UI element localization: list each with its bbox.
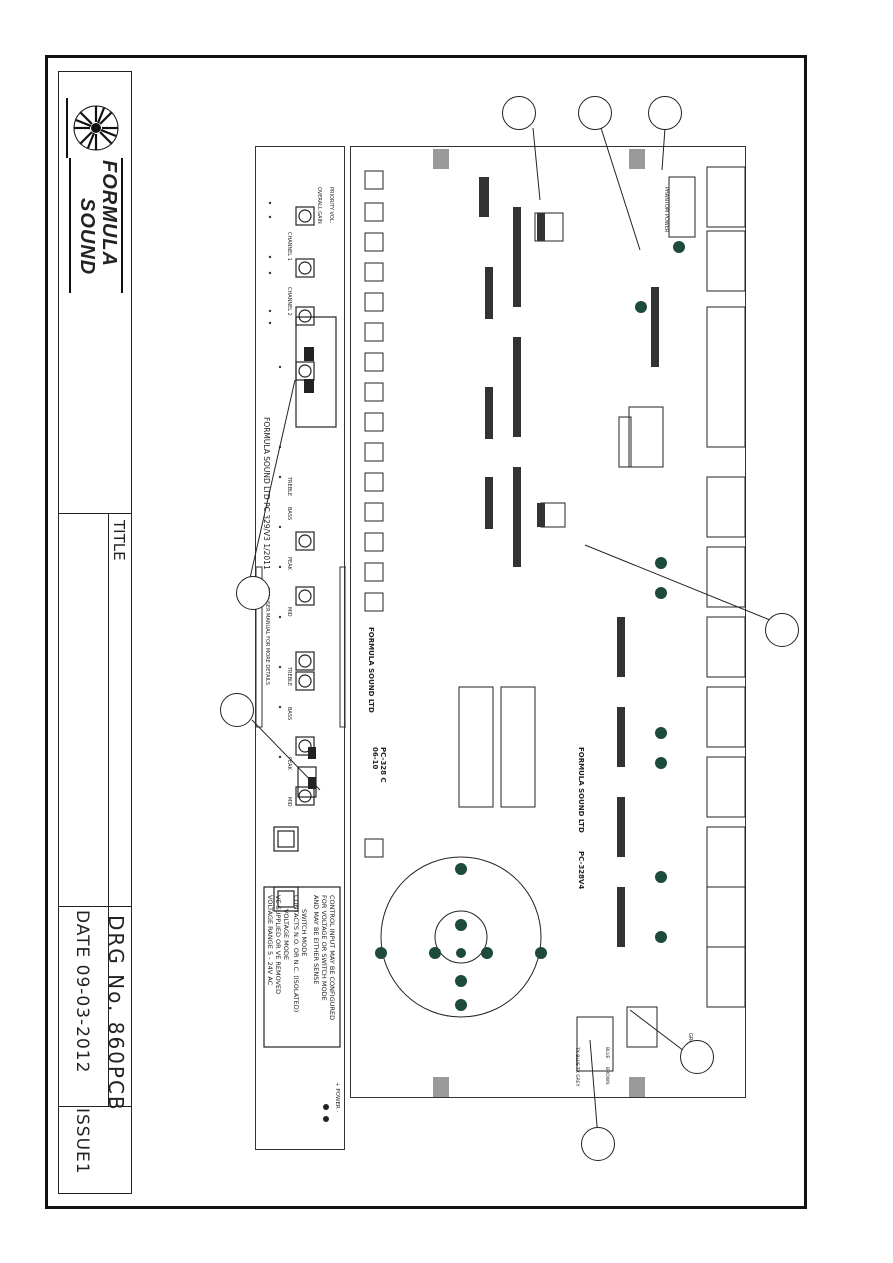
panel-label-6: PEAK bbox=[286, 557, 292, 570]
tx-label-2: TX GREY bbox=[574, 1067, 579, 1087]
callout-circle-5 bbox=[220, 693, 254, 727]
callout-circle-8 bbox=[581, 1127, 615, 1161]
panel-label-9: BASS bbox=[286, 707, 292, 721]
panel-label-1: OVERALL GAIN bbox=[316, 187, 322, 224]
panel-label-4: TREBLE bbox=[286, 477, 292, 497]
title-block-divider bbox=[108, 514, 109, 1107]
callout-circle-1 bbox=[502, 96, 536, 130]
title-label: TITLE bbox=[110, 520, 128, 561]
tx-label-3: BROWN bbox=[604, 1067, 609, 1085]
main-pcb-layout: FORMULA SOUND LTD PC-328 C 06-10 FORMULA… bbox=[350, 146, 746, 1098]
drawing-date: DATE 09-03-2012 bbox=[72, 910, 92, 1074]
drawing-frame bbox=[45, 55, 807, 1209]
contact-note-1: FOR VOLTAGE OR SWITCH MODE bbox=[320, 895, 328, 1001]
contact-note-5: VOLTAGE MODE bbox=[282, 909, 290, 961]
board-text-5: PC-328V4 bbox=[577, 851, 585, 890]
phantom-power-label: PHANTOM POWER bbox=[663, 187, 669, 233]
callout-circle-6 bbox=[765, 613, 799, 647]
logo-line1: FORMULA bbox=[98, 160, 120, 267]
power-label: + POWER - bbox=[334, 1082, 340, 1113]
formula-sound-logo: FORMULA SOUND bbox=[66, 78, 126, 298]
panel-label-8: TREBLE bbox=[286, 667, 292, 687]
logo-line2: SOUND bbox=[76, 198, 98, 276]
issue-number: ISSUE1 bbox=[72, 1108, 92, 1175]
callout-circle-3 bbox=[648, 96, 682, 130]
board-text-1: FORMULA SOUND LTD bbox=[367, 627, 375, 713]
tx-label-0: TX BLUE bbox=[574, 1047, 579, 1066]
front-panel-layout: FORMULA SOUND LTD PC 329/V3 1/2011 SEE U… bbox=[255, 146, 346, 1150]
contact-note-4: CONTACTS N.O. OR N.C. (ISOLATED) bbox=[292, 895, 300, 1013]
contact-note-3: SWITCH MODE bbox=[300, 909, 308, 957]
board-text-3: 06-10 bbox=[371, 747, 379, 770]
panel-header-text: FORMULA SOUND LTD PC 329/V3 1/2011 bbox=[262, 417, 271, 570]
board-text-2: PC-328 C bbox=[379, 747, 387, 783]
contact-note-6: VE SUPPLIED OR VE REMOVED bbox=[274, 895, 282, 995]
callout-circle-2 bbox=[578, 96, 612, 130]
callout-circle-7 bbox=[680, 1040, 714, 1074]
panel-label-3: CHANNEL 2 bbox=[286, 287, 292, 316]
panel-label-11: MID bbox=[286, 797, 292, 807]
contact-note-0: CONTROL INPUT MAY BE CONFIGURED bbox=[328, 895, 336, 1021]
panel-label-5: BASS bbox=[286, 507, 292, 521]
board-text-4: FORMULA SOUND LTD bbox=[577, 747, 585, 833]
callout-circle-4 bbox=[236, 576, 270, 610]
contact-note-7: VOLTAGE RANGE 5 - 24V AC bbox=[266, 895, 274, 986]
title-block bbox=[58, 71, 132, 1194]
panel-label-10: PEAK bbox=[286, 757, 292, 770]
panel-label-0: PRIORITY VOL. bbox=[328, 187, 334, 224]
panel-label-2: CHANNEL 1 bbox=[286, 232, 292, 261]
panel-label-7: MID bbox=[286, 607, 292, 617]
drawing-number: DRG No. 860PCB bbox=[104, 915, 128, 1112]
contact-note-2: AND MAY BE EITHER SENSE bbox=[312, 895, 320, 985]
tx-label-1: BLUE bbox=[604, 1047, 609, 1059]
